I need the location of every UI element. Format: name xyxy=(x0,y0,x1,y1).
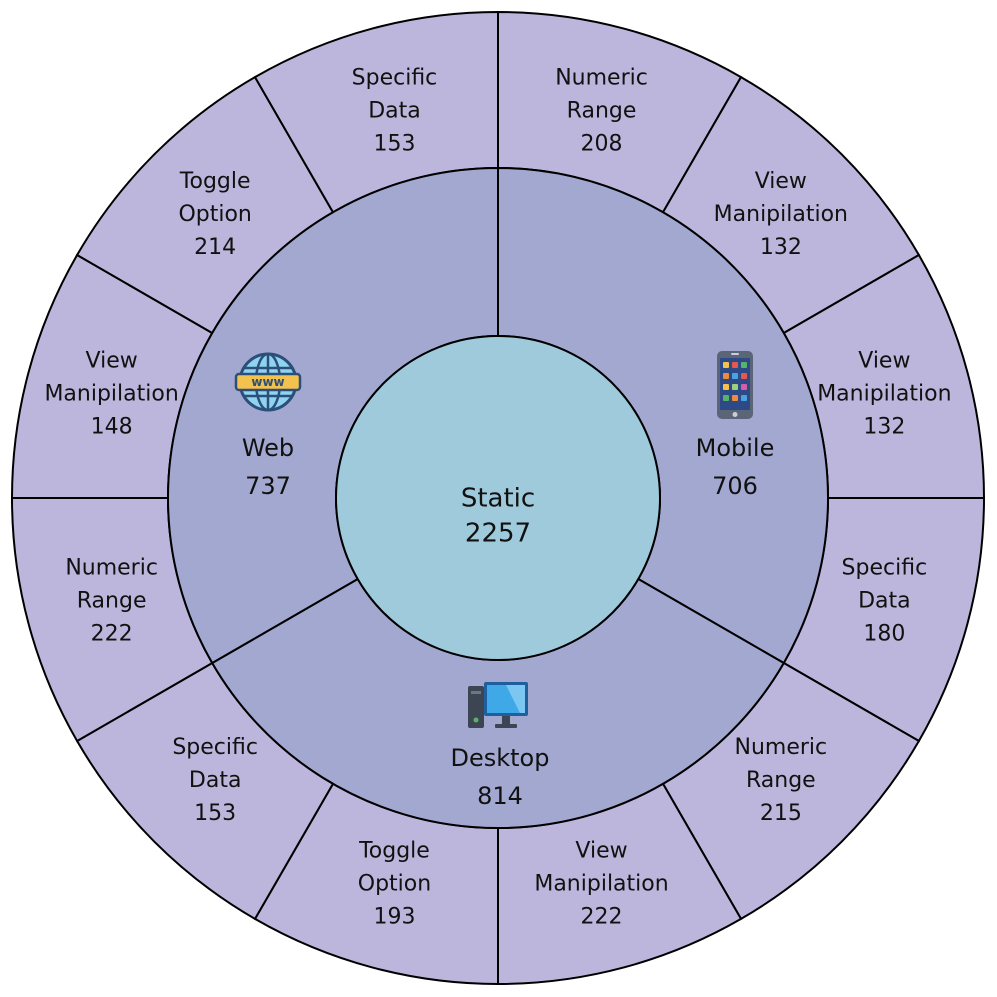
outer-segment-label-line: 153 xyxy=(194,801,236,826)
outer-segment-label-line: Toggle xyxy=(179,169,251,194)
outer-segment-label-line: Manipilation xyxy=(44,381,178,406)
outer-segment-label-line: View xyxy=(86,348,138,373)
outer-segment-label-line: 208 xyxy=(581,132,623,157)
outer-segment-label-line: Option xyxy=(358,871,431,896)
outer-segment-label-line: 193 xyxy=(373,904,415,929)
outer-segment-label-line: Numeric xyxy=(735,735,828,760)
outer-segment-label-line: View xyxy=(858,348,910,373)
center-label: Static 2257 xyxy=(461,483,535,548)
middle-segment-label: Web 737 xyxy=(242,434,294,500)
mobile-phone-icon xyxy=(717,351,753,419)
outer-segment-label-line: Manipilation xyxy=(714,202,848,227)
outer-segment-label-line: 214 xyxy=(194,235,236,260)
www-badge-text: www xyxy=(251,375,284,389)
center-label-line: Static xyxy=(461,483,535,513)
outer-segment-label-line: 180 xyxy=(863,622,905,647)
outer-segment-label-line: Numeric xyxy=(65,556,158,581)
web-globe-icon: www xyxy=(234,352,302,412)
outer-segment-label-line: Range xyxy=(77,589,147,614)
outer-segment-label-line: Range xyxy=(567,99,637,124)
outer-segment-label-line: 222 xyxy=(581,904,623,929)
middle-segment-label: Desktop 814 xyxy=(451,744,550,810)
middle-segment-label: Mobile 706 xyxy=(696,434,775,500)
outer-segment-label-line: Range xyxy=(746,768,816,793)
middle-segment-label-line: Web xyxy=(242,434,294,462)
outer-segment-label-line: Numeric xyxy=(555,66,648,91)
outer-segment-label-line: 222 xyxy=(91,622,133,647)
outer-segment-label-line: View xyxy=(755,169,807,194)
outer-segment-label-line: View xyxy=(575,838,627,863)
center-circle xyxy=(335,335,661,661)
outer-segment-label-line: Toggle xyxy=(358,838,430,863)
middle-segment-label-line: Desktop xyxy=(451,744,550,772)
outer-segment-label-line: Specific xyxy=(352,66,438,91)
outer-segment-label-line: Data xyxy=(189,768,242,793)
outer-segment-label-line: 215 xyxy=(760,801,802,826)
middle-segment-label-line: 737 xyxy=(245,472,291,500)
outer-segment-label-line: Data xyxy=(858,589,911,614)
outer-segment-label-line: 153 xyxy=(373,132,415,157)
outer-segment-label-line: Manipilation xyxy=(817,381,951,406)
outer-segment-label-line: Specific xyxy=(172,735,258,760)
center-label-line: 2257 xyxy=(465,518,531,548)
outer-segment-label-line: 132 xyxy=(863,414,905,439)
middle-segment-label-line: 706 xyxy=(712,472,758,500)
outer-segment-label-line: Data xyxy=(368,99,421,124)
outer-segment-label-line: Option xyxy=(178,202,251,227)
middle-segment-label-line: 814 xyxy=(477,782,523,810)
middle-segment-label-line: Mobile xyxy=(696,434,775,462)
outer-segment-label-line: 132 xyxy=(760,235,802,260)
desktop-computer-icon xyxy=(468,682,528,728)
outer-segment-label-line: Manipilation xyxy=(534,871,668,896)
outer-segment-label-line: Specific xyxy=(842,556,928,581)
outer-segment-label-line: 148 xyxy=(91,414,133,439)
